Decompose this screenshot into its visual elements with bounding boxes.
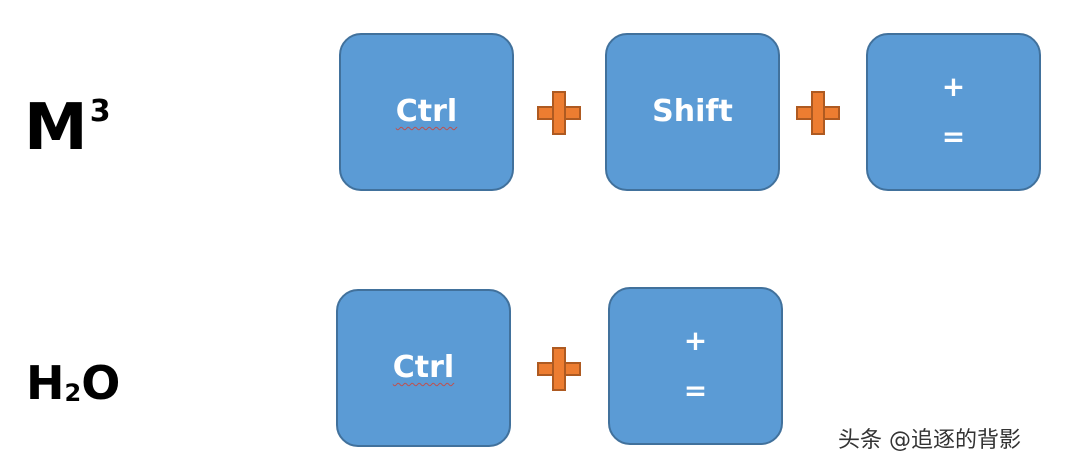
plus-equals-key: + = xyxy=(866,33,1041,191)
ctrl-key-label: Ctrl xyxy=(395,94,458,129)
label-h: H xyxy=(26,356,65,410)
plus-icon xyxy=(537,347,581,391)
shift-key-label: Shift xyxy=(652,94,733,129)
subscript-example-label: H2O xyxy=(26,356,120,418)
label-superscript: 3 xyxy=(89,94,111,129)
plus-equals-key-bottom: = xyxy=(941,120,966,153)
ctrl-key: Ctrl xyxy=(336,289,511,447)
label-o: O xyxy=(81,356,121,410)
label-subscript: 2 xyxy=(64,379,82,407)
watermark: 头条 @追逐的背影 xyxy=(838,428,1021,453)
plus-equals-key: + = xyxy=(608,287,783,445)
plus-equals-key-top: + xyxy=(941,70,966,103)
shift-key: Shift xyxy=(605,33,780,191)
plus-equals-key-top: + xyxy=(683,324,708,357)
plus-equals-key-bottom: = xyxy=(683,374,708,407)
plus-icon xyxy=(537,91,581,135)
ctrl-key: Ctrl xyxy=(339,33,514,191)
plus-icon xyxy=(796,91,840,135)
ctrl-key-label: Ctrl xyxy=(392,350,455,385)
superscript-example-label: M3 xyxy=(24,92,111,176)
label-base: M xyxy=(24,91,88,165)
